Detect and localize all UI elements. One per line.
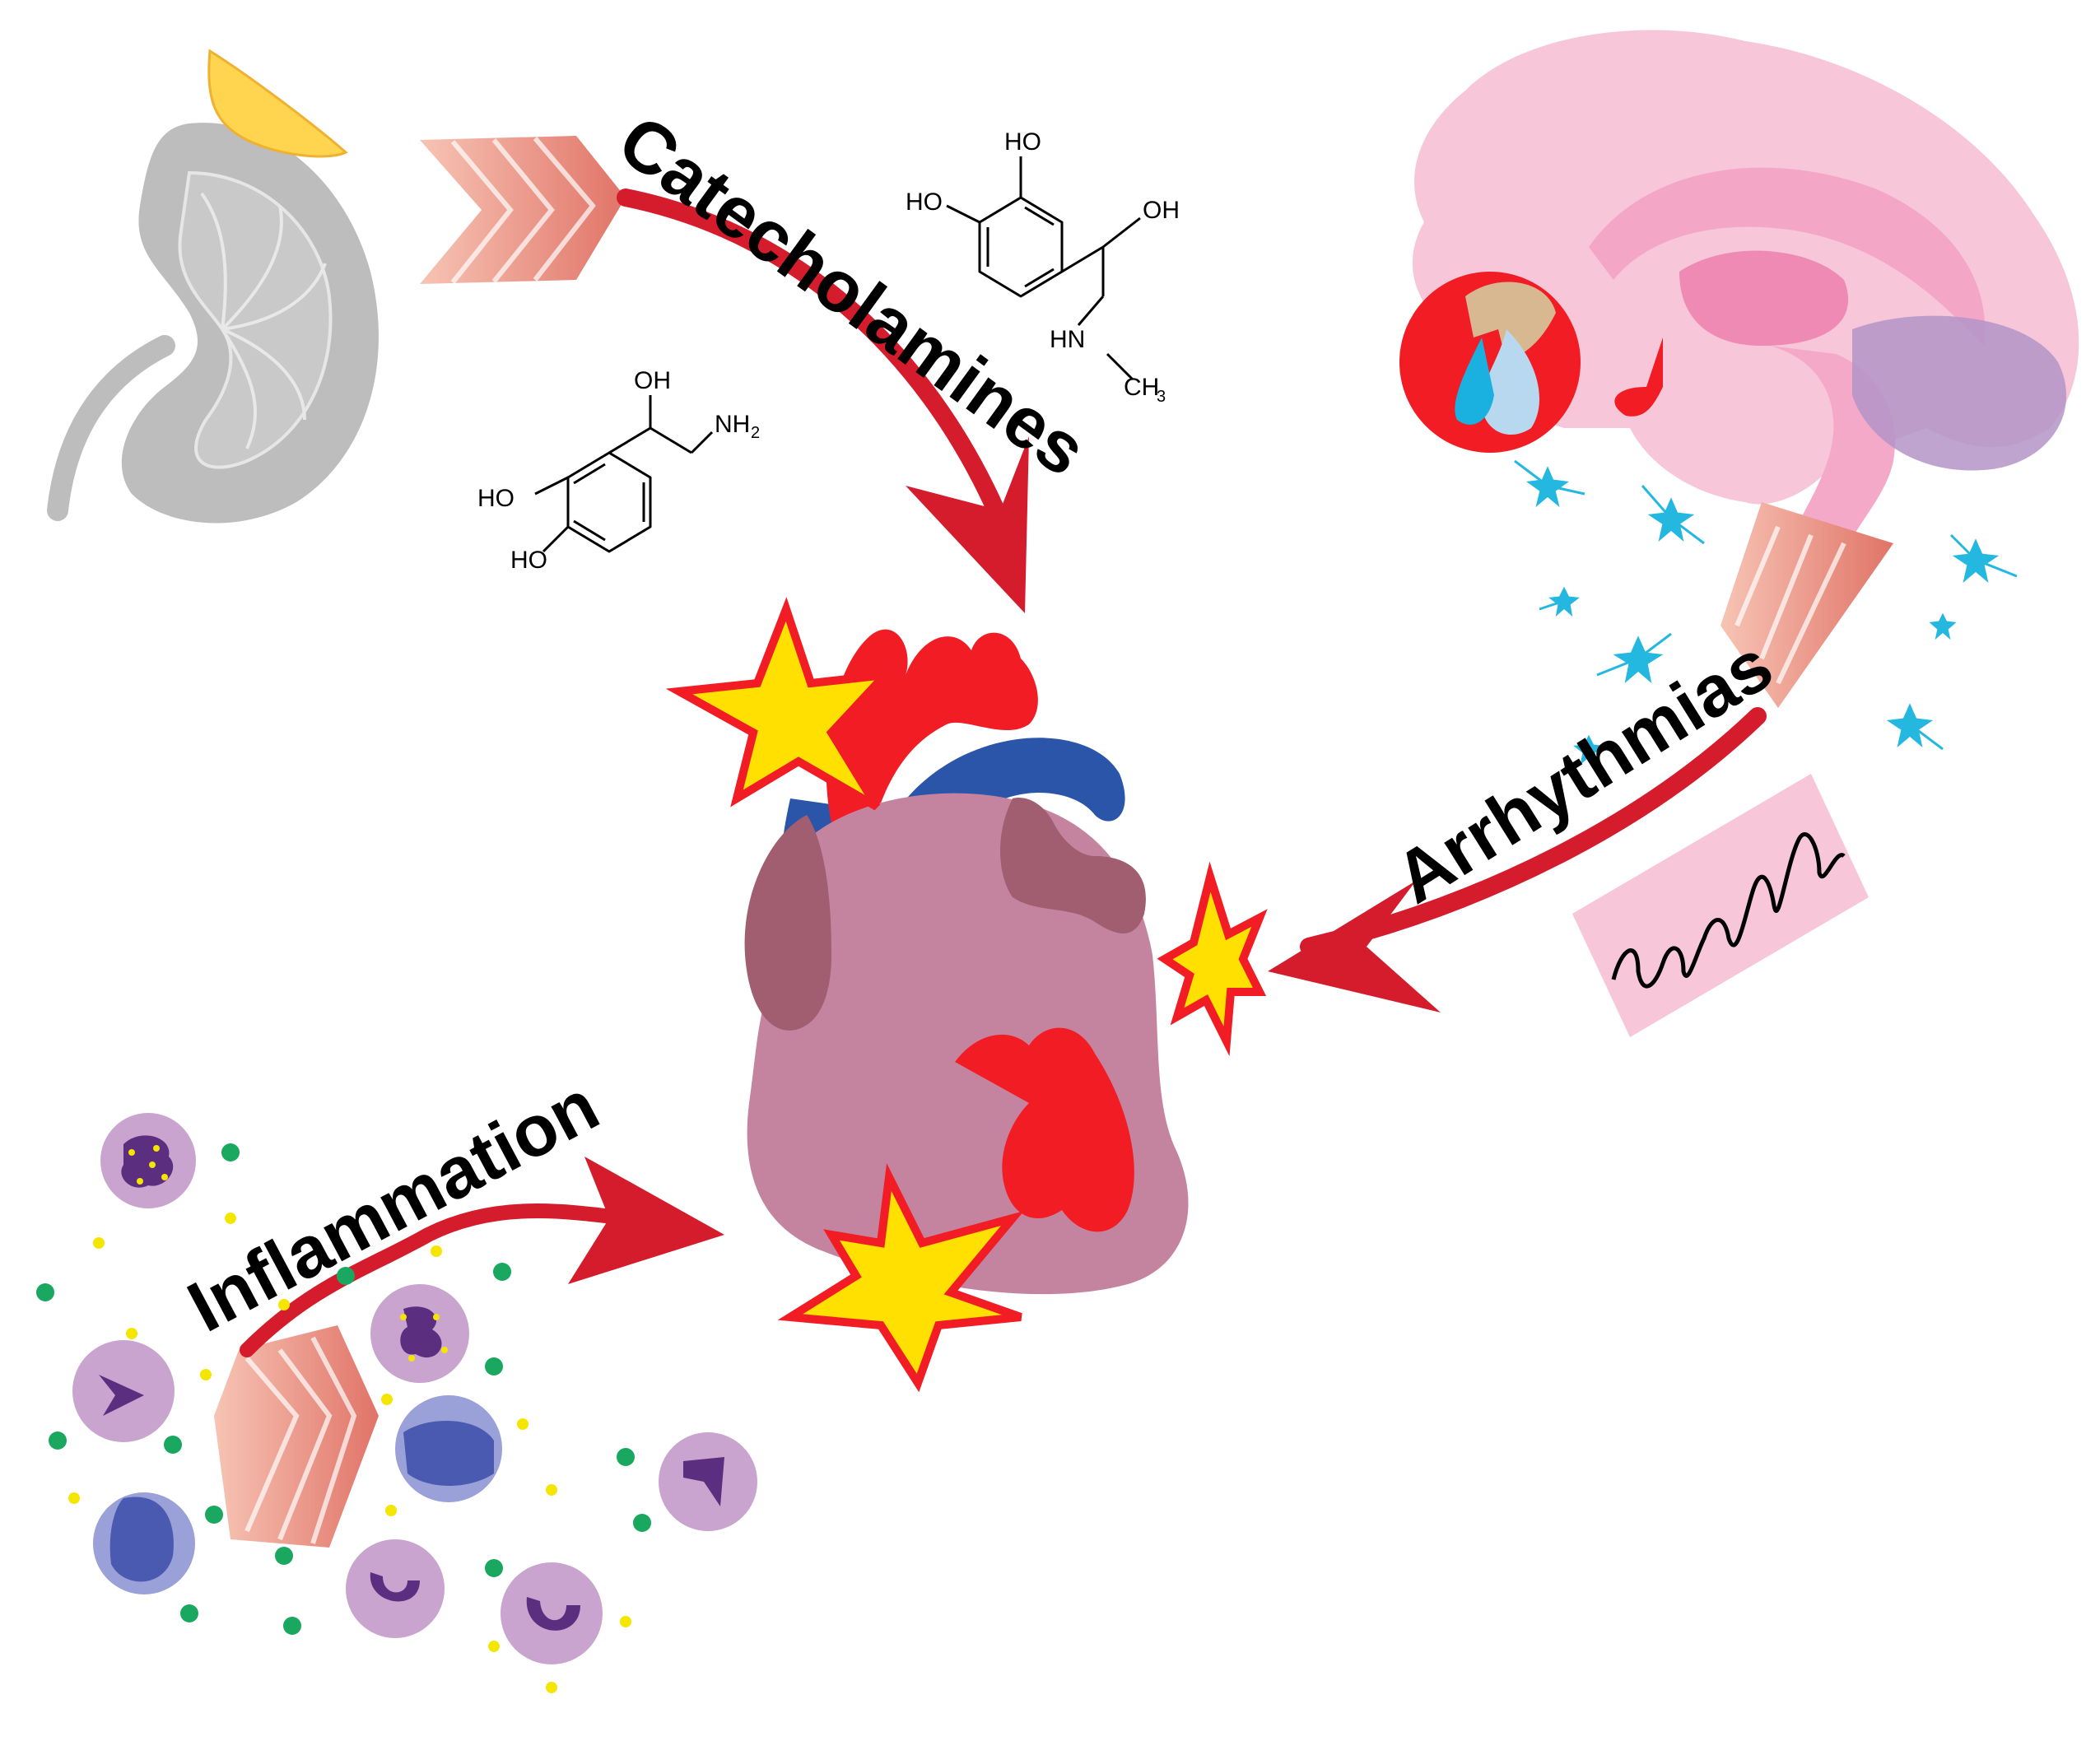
monocyte-cell xyxy=(72,1340,175,1442)
norepi-ho-b: HO xyxy=(510,547,547,574)
epi-ho-top: HO xyxy=(1004,128,1041,156)
norepinephrine-structure: OH NH 2 HO HO xyxy=(477,367,760,574)
kidney-medulla xyxy=(178,170,333,469)
immune-cells xyxy=(36,1113,757,1693)
neutrophil-cell xyxy=(346,1539,445,1638)
lymphocyte-cell xyxy=(395,1395,502,1502)
catecholamines-label: Catecholamines xyxy=(604,99,1101,491)
epi-ho-left: HO xyxy=(906,189,943,216)
norepi-nh: NH xyxy=(715,411,750,438)
epi-ch-sub: 3 xyxy=(1157,388,1166,406)
damage-star-top xyxy=(665,597,896,811)
arrow-shaft xyxy=(617,189,1005,519)
granulocyte-cell xyxy=(370,1284,469,1383)
adrenal-gland xyxy=(207,49,348,158)
right-atrium xyxy=(1000,798,1146,933)
arrow-shaft xyxy=(240,1203,633,1357)
brain-red-marker xyxy=(1614,337,1663,417)
arrow-tail-feather xyxy=(214,1325,379,1548)
epinephrine-structure: HO HO OH HN CH 3 xyxy=(906,128,1180,406)
monocyte-cell xyxy=(659,1432,757,1531)
damage-star-bottom xyxy=(777,1162,1025,1393)
brain-cerebellum xyxy=(1852,315,2067,471)
brain-corpus-callosum xyxy=(1589,167,1986,346)
arrow-head xyxy=(568,1157,724,1284)
heart-infarct xyxy=(955,1027,1134,1232)
ureter xyxy=(47,335,175,521)
norepi-nh-sub: 2 xyxy=(751,424,760,442)
arrhythmias-arrow xyxy=(1268,502,1893,1012)
epi-oh: OH xyxy=(1143,197,1180,224)
cytokine-dots xyxy=(36,1143,651,1693)
neutrophil-cell xyxy=(501,1562,603,1664)
left-atrium xyxy=(744,815,831,1031)
epi-ch: CH xyxy=(1124,374,1159,401)
heart-icon xyxy=(744,629,1189,1295)
kidney-with-adrenal-icon xyxy=(47,49,379,524)
catecholamines-arrow xyxy=(420,136,1029,613)
arrow-head xyxy=(1268,881,1441,1012)
pituitary-callout-icon xyxy=(1399,272,1581,453)
ecg-trace-icon xyxy=(1572,774,1869,1037)
brain-icon xyxy=(1399,30,2079,576)
norepi-oh: OH xyxy=(634,367,671,394)
arrow-head xyxy=(906,436,1029,613)
epi-hn: HN xyxy=(1050,326,1085,353)
damage-star-right xyxy=(1157,861,1268,1057)
brain-thalamus xyxy=(1679,250,1849,346)
inflammation-arrow xyxy=(214,1157,724,1548)
arrow-tail-feather xyxy=(420,136,626,284)
neuron-cluster xyxy=(1514,459,2018,765)
lymphocyte-cell xyxy=(93,1492,195,1594)
granulocyte-cell xyxy=(100,1113,196,1208)
norepi-ho-a: HO xyxy=(477,485,515,512)
